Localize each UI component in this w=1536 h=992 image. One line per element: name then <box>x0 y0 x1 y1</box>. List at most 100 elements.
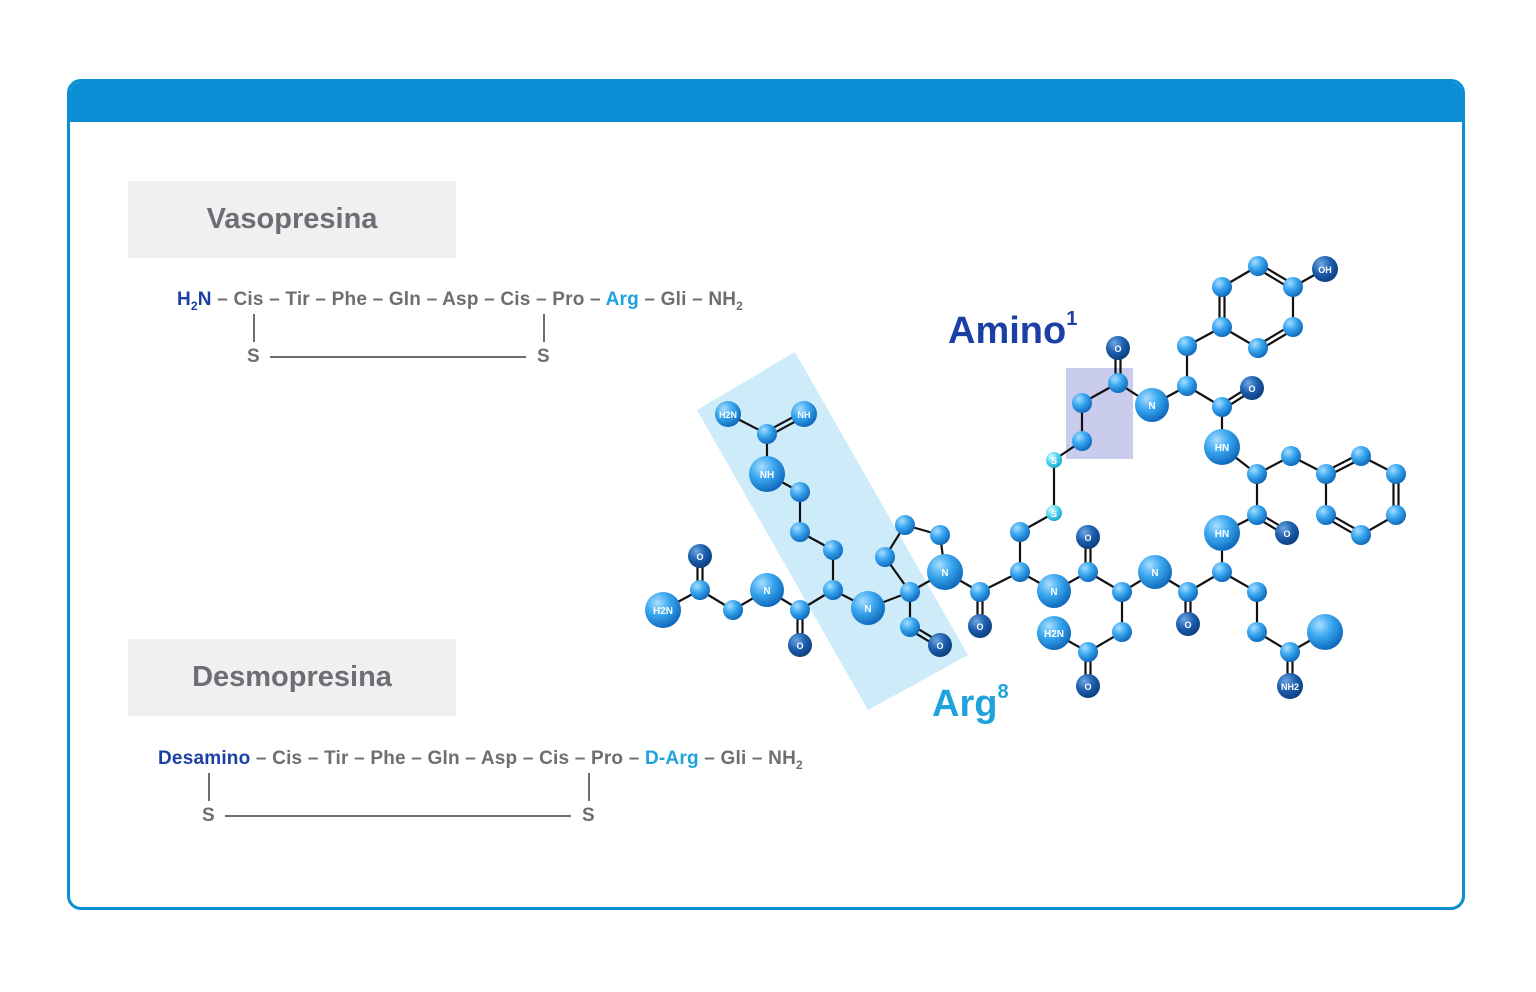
d-residue-2: Tir <box>324 748 349 769</box>
atom-pr6 <box>1316 505 1336 525</box>
d-residue-gli: Gli <box>720 748 747 769</box>
atom-oTop <box>1106 336 1130 360</box>
atom-ar2 <box>790 482 810 502</box>
atom-label: N <box>941 568 948 579</box>
atom-q2 <box>1247 582 1267 602</box>
card-header-bar <box>70 82 1462 122</box>
residue-1: Cis <box>233 289 264 310</box>
atom-oh <box>1312 256 1338 282</box>
atom-nhArg2 <box>791 401 817 427</box>
atom-oB <box>1076 674 1100 698</box>
atom-label: OH <box>1318 265 1332 275</box>
atom-label: O <box>976 622 983 632</box>
atom-label: S <box>1051 509 1057 519</box>
atom-t1 <box>1248 256 1268 276</box>
atom-cy2 <box>1010 522 1030 542</box>
atom-nhG <box>750 573 784 607</box>
atom-label: NH <box>760 470 774 481</box>
atom-cG <box>757 424 777 444</box>
atom-label: O <box>1184 620 1191 630</box>
atom-t2 <box>1283 277 1303 297</box>
atom-a1 <box>1072 393 1092 413</box>
atom-pro3 <box>875 547 895 567</box>
d-residue-6: Cis <box>539 748 570 769</box>
atom-q4 <box>1280 642 1300 662</box>
desmopressin-title: Desmopresina <box>128 639 456 716</box>
atom-oR <box>1240 376 1264 400</box>
atom-label: N <box>1151 568 1158 579</box>
atom-nhTop <box>1135 388 1169 422</box>
atom-c2 <box>1212 397 1232 417</box>
atom-oP <box>1275 521 1299 545</box>
atom-ty2 <box>1177 376 1197 396</box>
vasopressin-sequence: H2N – Cis – Tir – Phe – Gln – Asp – Cis … <box>177 289 744 313</box>
atom-ca <box>823 580 843 600</box>
atom-m2 <box>1112 622 1132 642</box>
residue-5: Asp <box>442 289 479 310</box>
atom-c1 <box>1108 373 1128 393</box>
atom-pro1 <box>895 515 915 535</box>
atom-label: HN <box>1215 529 1229 540</box>
atom-s1 <box>1046 452 1062 468</box>
atom-label: O <box>1114 344 1121 354</box>
atom-nPro <box>927 554 963 590</box>
d-disulfide-drop-left <box>208 773 210 801</box>
atom-g2 <box>690 580 710 600</box>
residue-gli: Gli <box>660 289 687 310</box>
atom-label: N <box>864 604 871 615</box>
atom-h2nArg <box>715 401 741 427</box>
atom-label: NH <box>798 410 811 420</box>
vasopressin-n-terminus: H2N <box>177 289 212 313</box>
sulfur-right: S <box>537 346 550 367</box>
atom-p1 <box>1247 464 1267 484</box>
atom-pro2 <box>930 525 950 545</box>
residue-2: Tir <box>285 289 310 310</box>
atom-label: N <box>1050 587 1057 598</box>
atom-label: O <box>796 641 803 651</box>
atom-hn2 <box>1204 515 1240 551</box>
atom-ty1 <box>1177 336 1197 356</box>
arg8-label: Arg8 <box>932 681 1009 725</box>
atom-t4 <box>1248 338 1268 358</box>
d-c-terminus: NH2 <box>768 748 803 772</box>
d-residue-5: Asp <box>480 748 518 769</box>
atom-s2 <box>1046 505 1062 521</box>
d-disulfide-drop-right <box>588 773 590 801</box>
atom-cM <box>1178 582 1198 602</box>
atom-label: O <box>1084 682 1091 692</box>
sulfur-left: S <box>247 346 260 367</box>
atom-m3 <box>1078 642 1098 662</box>
atom-oA <box>788 633 812 657</box>
atom-label: H2N <box>1044 629 1064 640</box>
atom-t5 <box>1212 317 1232 337</box>
atom-pc <box>900 582 920 602</box>
d-residue-1: Cis <box>272 748 303 769</box>
vasopressin-title: Vasopresina <box>128 181 456 258</box>
atom-label: HN <box>1215 443 1229 454</box>
atom-oPro <box>928 633 952 657</box>
atom-pr5 <box>1351 525 1371 545</box>
d-residue-arg: D-Arg <box>644 748 699 769</box>
atom-h2nM <box>1037 616 1071 650</box>
atom-cA <box>790 600 810 620</box>
atom-q1 <box>1212 562 1232 582</box>
atom-pr3 <box>1386 464 1406 484</box>
disulfide-drop-right <box>543 314 545 342</box>
atom-cy1 <box>1010 562 1030 582</box>
atom-label: O <box>1248 384 1255 394</box>
c-terminus: NH2 <box>708 289 744 313</box>
atom-label: O <box>1283 529 1290 539</box>
disulfide-drop-left <box>253 314 255 342</box>
atom-label: NH2 <box>1281 682 1299 692</box>
atom-label: N <box>763 586 770 597</box>
d-residue-7: Pro <box>590 748 624 769</box>
d-residue-4: Gln <box>427 748 460 769</box>
atom-m4 <box>1078 562 1098 582</box>
atom-g1 <box>723 600 743 620</box>
disulfide-bridge <box>270 356 526 358</box>
d-sulfur-left: S <box>202 805 215 826</box>
atom-p3 <box>1247 505 1267 525</box>
atom-q3 <box>1247 622 1267 642</box>
